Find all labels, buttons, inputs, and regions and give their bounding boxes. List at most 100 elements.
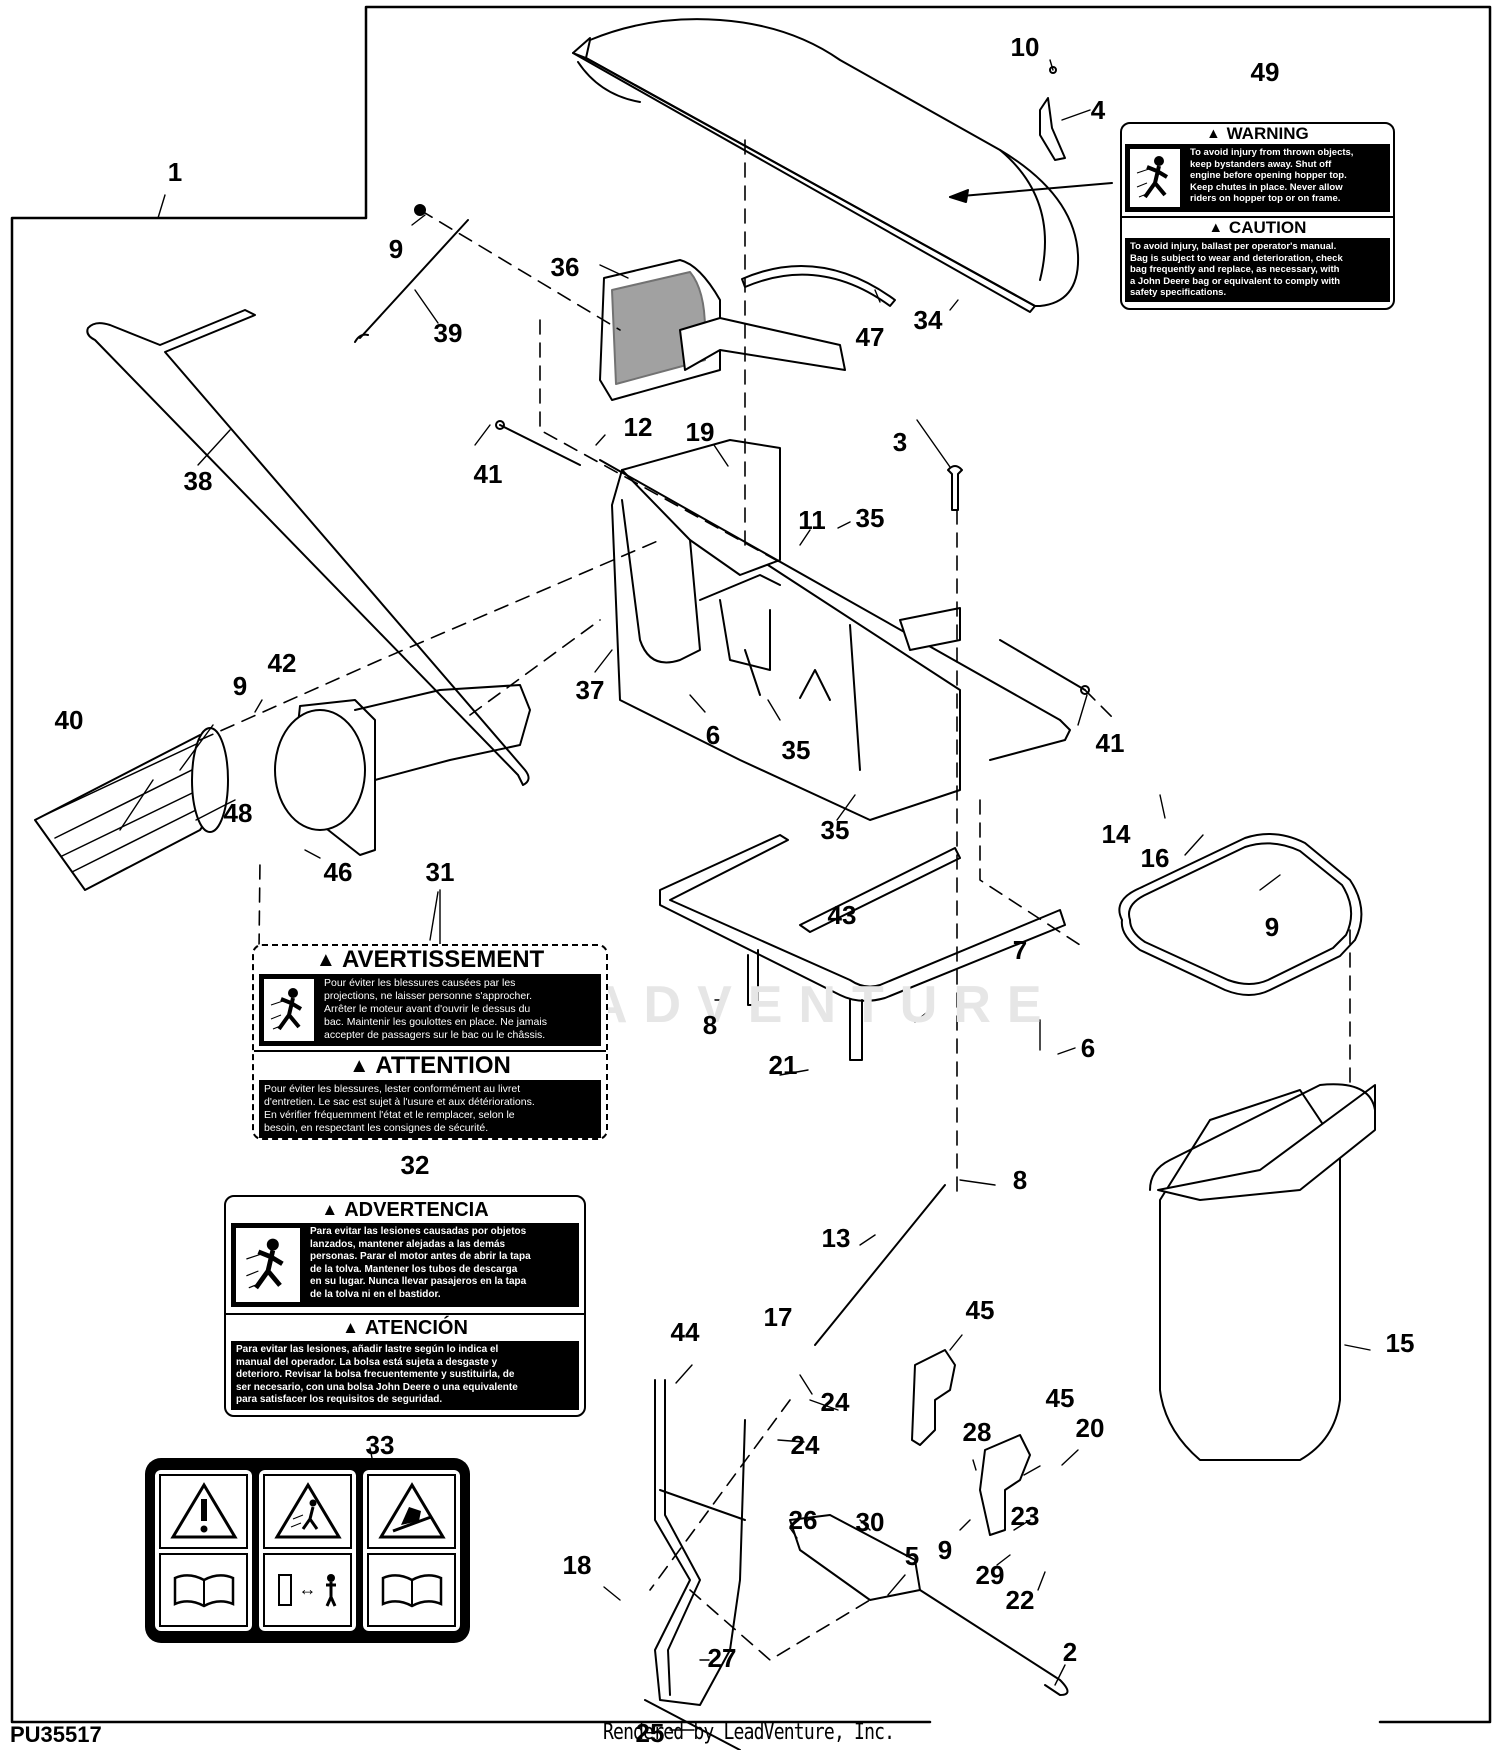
callout-5[interactable]: 5 xyxy=(904,1541,920,1571)
pictorial-cell-3 xyxy=(363,1470,460,1631)
callout-37[interactable]: 37 xyxy=(575,675,605,705)
watermark: ADVENTURE xyxy=(590,976,1058,1034)
callout-32[interactable]: 32 xyxy=(400,1150,430,1180)
atencion-block: Para evitar las lesiones, añadir lastre … xyxy=(231,1341,579,1410)
callout-35a[interactable]: 35 xyxy=(855,503,885,533)
callout-23[interactable]: 23 xyxy=(1010,1501,1040,1531)
warning-header: ▲ WARNING xyxy=(1206,124,1309,143)
callout-18[interactable]: 18 xyxy=(562,1550,592,1580)
callout-35b[interactable]: 35 xyxy=(781,735,811,765)
pictorial-cell-1 xyxy=(155,1470,252,1631)
callout-35c[interactable]: 35 xyxy=(820,815,850,845)
caution-header: ▲ CAUTION xyxy=(1208,218,1307,237)
part-45-bracket-a xyxy=(911,1349,956,1446)
callout-46[interactable]: 46 xyxy=(323,857,353,887)
callout-41b[interactable]: 41 xyxy=(1095,728,1125,758)
callout-24b[interactable]: 24 xyxy=(790,1430,820,1460)
callout-43[interactable]: 43 xyxy=(827,900,857,930)
callout-45a[interactable]: 45 xyxy=(965,1295,995,1325)
callout-4[interactable]: 4 xyxy=(1090,95,1106,125)
callout-3[interactable]: 3 xyxy=(892,427,908,457)
callout-7[interactable]: 7 xyxy=(1012,935,1028,965)
callout-29[interactable]: 29 xyxy=(975,1560,1005,1590)
attention-block: Pour éviter les blessures, lester confor… xyxy=(259,1080,601,1138)
advertencia-block: Para evitar las lesiones causadas por ob… xyxy=(231,1223,579,1307)
render-credit: Rendered by LeadVenture, Inc. xyxy=(603,1720,895,1745)
advertencia-header: ▲ ADVERTENCIA xyxy=(321,1198,489,1221)
callout-27[interactable]: 27 xyxy=(707,1643,737,1673)
callout-1[interactable]: 1 xyxy=(167,157,183,187)
part-39-rod xyxy=(354,219,469,343)
callout-33[interactable]: 33 xyxy=(365,1430,395,1460)
callout-9b[interactable]: 9 xyxy=(232,671,248,701)
callout-34[interactable]: 34 xyxy=(913,305,943,335)
callout-39[interactable]: 39 xyxy=(433,318,463,348)
safety-label-english: ▲ WARNING To avoid injury from thrown ob… xyxy=(1120,122,1395,310)
callout-49[interactable]: 49 xyxy=(1250,57,1280,87)
callout-36[interactable]: 36 xyxy=(550,252,580,282)
part-36-deflector xyxy=(679,317,846,371)
callout-6a[interactable]: 6 xyxy=(705,720,721,750)
callout-22[interactable]: 22 xyxy=(1005,1585,1035,1615)
callout-6b[interactable]: 6 xyxy=(1080,1033,1096,1063)
callout-21[interactable]: 21 xyxy=(768,1050,798,1080)
callout-15[interactable]: 15 xyxy=(1385,1328,1415,1358)
callout-20[interactable]: 20 xyxy=(1075,1413,1105,1443)
callout-9c[interactable]: 9 xyxy=(1264,912,1280,942)
rollover-slope-icon xyxy=(367,1474,456,1549)
manual-book-icon xyxy=(367,1552,456,1627)
manual-book-icon xyxy=(159,1552,248,1627)
avertissement-header: ▲ AVERTISSEMENT xyxy=(315,946,545,973)
callout-11[interactable]: 11 xyxy=(798,505,826,535)
part-43-frame xyxy=(659,834,1066,1061)
attention-header: ▲ ATTENTION xyxy=(349,1052,511,1079)
warning-triangle-icon: ▲ xyxy=(1208,220,1223,236)
callout-8a[interactable]: 8 xyxy=(702,1010,718,1040)
keep-distance-icon: ↔ xyxy=(263,1552,352,1627)
callout-26[interactable]: 26 xyxy=(788,1505,818,1535)
callout-45b[interactable]: 45 xyxy=(1045,1383,1075,1413)
atencion-header: ▲ ATENCIÓN xyxy=(342,1316,468,1339)
thrown-objects-icon xyxy=(263,1474,352,1549)
pictorial-cell-2: ↔ xyxy=(259,1470,356,1631)
callout-24a[interactable]: 24 xyxy=(820,1387,850,1417)
callout-28[interactable]: 28 xyxy=(962,1417,992,1447)
warning-triangle-icon: ▲ xyxy=(342,1318,359,1337)
part-45-bracket-b xyxy=(979,1434,1031,1536)
warning-triangle-icon: ▲ xyxy=(321,1200,339,1219)
callout-30[interactable]: 30 xyxy=(855,1507,885,1537)
figure-id: PU35517 xyxy=(10,1722,102,1747)
callout-16[interactable]: 16 xyxy=(1140,843,1170,873)
callout-47[interactable]: 47 xyxy=(855,322,885,352)
thrown-objects-icon xyxy=(234,1226,302,1304)
callout-38[interactable]: 38 xyxy=(183,466,213,496)
part-3-bolt xyxy=(947,465,963,511)
callout-10[interactable]: 10 xyxy=(1010,32,1040,62)
part-15-bag xyxy=(1149,1083,1376,1461)
thrown-objects-icon xyxy=(262,977,316,1043)
callout-44[interactable]: 44 xyxy=(670,1317,700,1347)
callout-19[interactable]: 19 xyxy=(685,417,715,447)
safety-label-french: ▲ AVERTISSEMENT Pour éviter les blessure… xyxy=(252,944,608,1140)
caution-text: To avoid injury, ballast per operator's … xyxy=(1130,241,1343,298)
bag-frame xyxy=(1118,833,1363,996)
callout-40[interactable]: 40 xyxy=(54,705,84,735)
callout-42[interactable]: 42 xyxy=(267,648,297,678)
atencion-text: Para evitar las lesiones, añadir lastre … xyxy=(236,1344,518,1405)
callout-48[interactable]: 48 xyxy=(223,798,253,828)
callout-17[interactable]: 17 xyxy=(763,1302,793,1332)
assembly-boundary xyxy=(10,5,1492,1724)
callout-13[interactable]: 13 xyxy=(821,1223,851,1253)
callout-14[interactable]: 14 xyxy=(1101,819,1131,849)
warning-text: To avoid injury from thrown objects,keep… xyxy=(1190,147,1354,204)
callout-25[interactable]: 25 xyxy=(635,1718,665,1748)
callout-2[interactable]: 2 xyxy=(1062,1637,1078,1667)
warning-block: To avoid injury from thrown objects,keep… xyxy=(1125,144,1390,212)
callout-9a[interactable]: 9 xyxy=(388,234,404,264)
callout-31[interactable]: 31 xyxy=(425,857,455,887)
callout-9d[interactable]: 9 xyxy=(937,1535,953,1565)
callout-8b[interactable]: 8 xyxy=(1012,1165,1028,1195)
callout-12[interactable]: 12 xyxy=(623,412,653,442)
callout-41a[interactable]: 41 xyxy=(473,459,503,489)
